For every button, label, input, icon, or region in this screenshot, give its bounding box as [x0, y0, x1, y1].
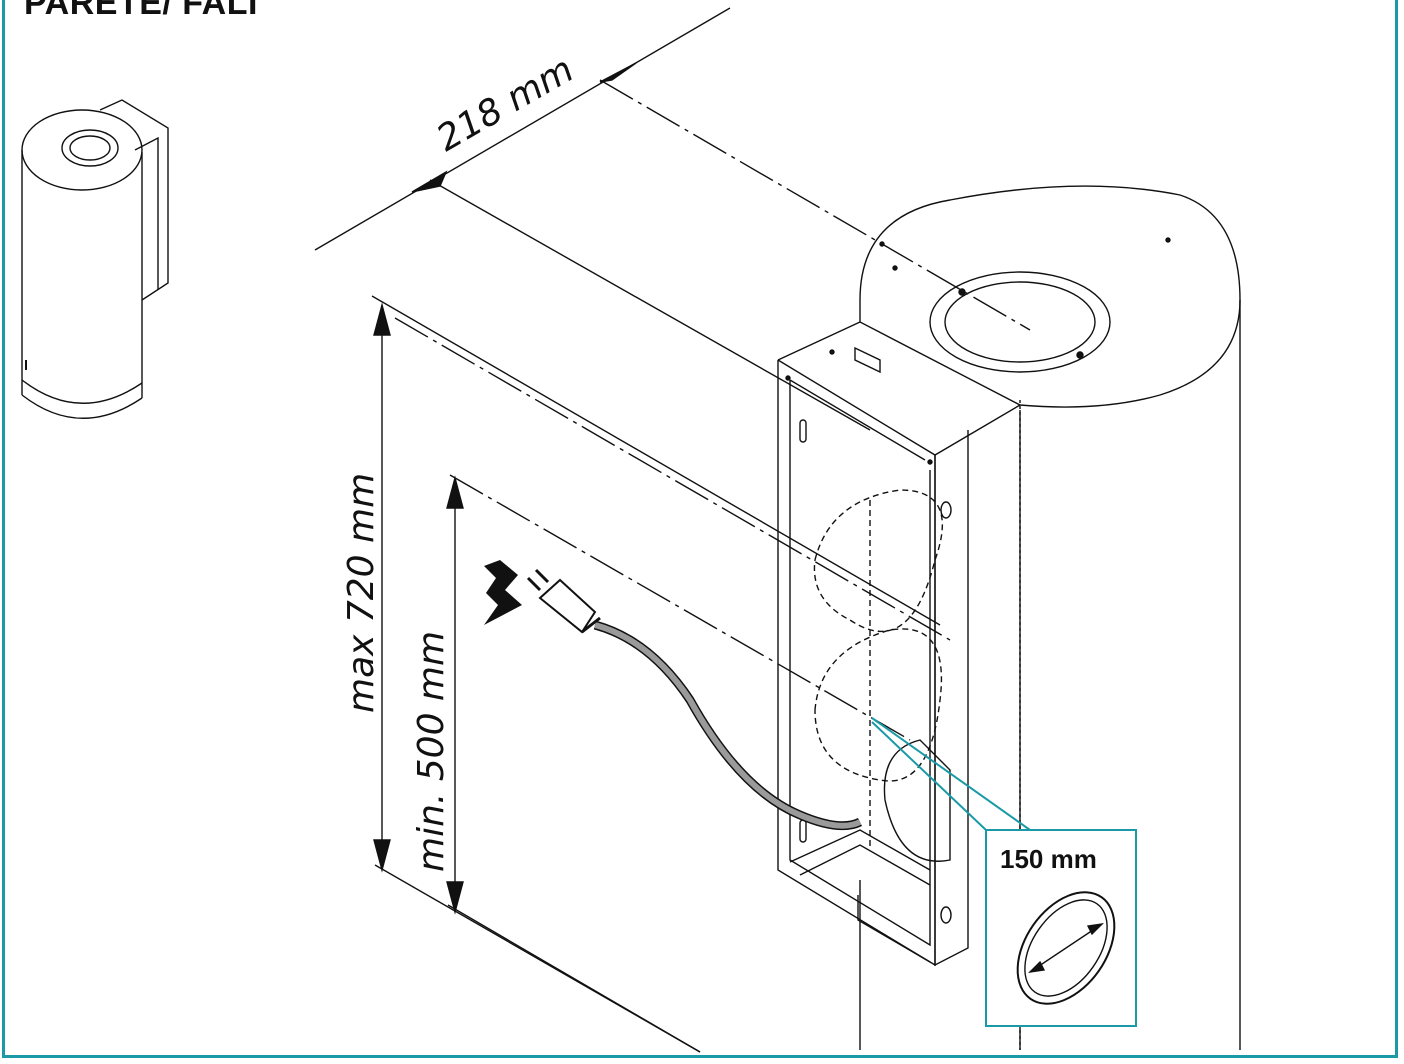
width-dimension-label: 218 mm — [430, 49, 581, 160]
hood-body — [777, 185, 1241, 1050]
duct-diameter-label: 150 mm — [1000, 844, 1097, 874]
product-thumbnail — [21, 99, 169, 419]
dimension-height — [371, 295, 951, 1053]
duct-pipe-icon — [1016, 891, 1116, 1005]
min-height-dimension-label: min. 500 mm — [411, 631, 452, 872]
dimension-width — [314, 7, 1031, 431]
max-height-dimension-label: max 720 mm — [341, 473, 382, 713]
lightning-bolt-icon — [484, 560, 522, 625]
power-plug-icon — [526, 568, 601, 634]
power-cord — [593, 620, 863, 831]
page-title: PARETE/ FALI — [24, 0, 258, 22]
